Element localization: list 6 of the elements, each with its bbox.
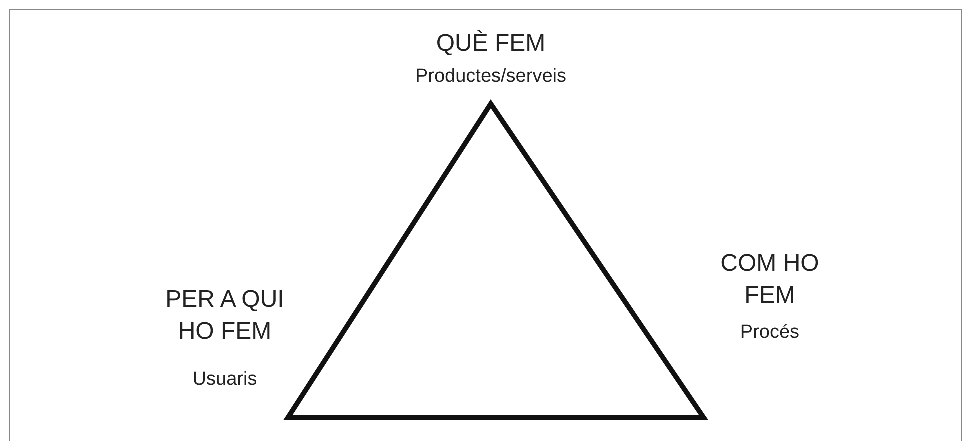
heading: PER A QUI HO FEM xyxy=(166,286,284,346)
subheading: Usuaris xyxy=(192,369,258,390)
subheading: Procés xyxy=(740,322,800,343)
heading: QUÈ FEM xyxy=(436,30,546,57)
heading: COM HO FEM xyxy=(720,250,820,310)
subheading: Productes/serveis xyxy=(415,66,566,87)
